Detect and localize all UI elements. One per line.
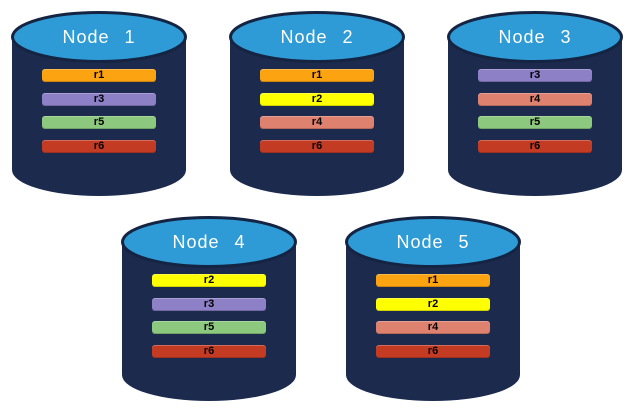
node-title: Node 5 [396, 232, 470, 252]
cylinder-top [11, 11, 187, 63]
replica-list: r1 r2 r4 r6 [260, 69, 374, 153]
replica-label: r6 [311, 139, 323, 152]
replica-label: r6 [93, 139, 105, 152]
database-node: Node 3 r3 r4 r5 r6 [447, 10, 623, 196]
cylinder-top [447, 11, 623, 63]
replica-bar: r5 [152, 321, 266, 334]
replica-label: r6 [203, 344, 215, 357]
replica-bar: r1 [376, 274, 490, 287]
replica-label: r5 [93, 116, 105, 128]
database-node: Node 1 r1 r3 r5 r6 [11, 10, 187, 196]
database-node: Node 4 r2 r3 r5 r6 [121, 215, 297, 401]
replica-bar: r5 [478, 116, 592, 129]
replica-label: r1 [93, 69, 105, 81]
replica-bar: r1 [42, 69, 156, 82]
replica-bar: r5 [42, 116, 156, 129]
replica-label: r2 [427, 297, 439, 310]
replica-bar: r2 [260, 92, 374, 106]
replica-label: r6 [427, 344, 439, 357]
replica-bar: r3 [42, 92, 156, 106]
replica-label: r3 [93, 92, 105, 105]
node-title: Node 3 [498, 27, 572, 47]
replica-bar: r4 [478, 92, 592, 106]
replica-label: r5 [203, 321, 215, 333]
cylinder-top [121, 216, 297, 268]
replica-label: r4 [311, 116, 323, 128]
replica-label: r3 [529, 69, 541, 81]
node-title: Node 4 [172, 232, 246, 252]
replica-label: r2 [311, 92, 323, 105]
replica-list: r3 r4 r5 r6 [478, 69, 592, 153]
replica-bar: r3 [478, 69, 592, 82]
replica-bar: r4 [260, 116, 374, 129]
cylinder-top [229, 11, 405, 63]
replica-list: r2 r3 r5 r6 [152, 274, 266, 358]
replica-bar: r2 [376, 297, 490, 311]
database-node: Node 2 r1 r2 r4 r6 [229, 10, 405, 196]
replica-bar: r3 [152, 297, 266, 311]
replica-bar: r6 [152, 344, 266, 358]
replica-bar: r6 [478, 139, 592, 153]
replica-list: r1 r3 r5 r6 [42, 69, 156, 153]
replica-label: r2 [203, 274, 215, 286]
replica-bar: r2 [152, 274, 266, 287]
replica-label: r4 [427, 321, 439, 333]
replica-bar: r1 [260, 69, 374, 82]
replica-label: r4 [529, 92, 541, 105]
replica-bar: r6 [260, 139, 374, 153]
replica-list: r1 r2 r4 r6 [376, 274, 490, 358]
replica-bar: r4 [376, 321, 490, 334]
replica-bar: r6 [376, 344, 490, 358]
database-node: Node 5 r1 r2 r4 r6 [345, 215, 521, 401]
node-title: Node 1 [62, 27, 136, 47]
replica-label: r3 [203, 297, 215, 310]
node-title: Node 2 [280, 27, 354, 47]
replica-label: r5 [529, 116, 541, 128]
replica-label: r1 [427, 274, 439, 286]
replica-label: r1 [311, 69, 323, 81]
cylinder-top [345, 216, 521, 268]
replica-label: r6 [529, 139, 541, 152]
replica-bar: r6 [42, 139, 156, 153]
